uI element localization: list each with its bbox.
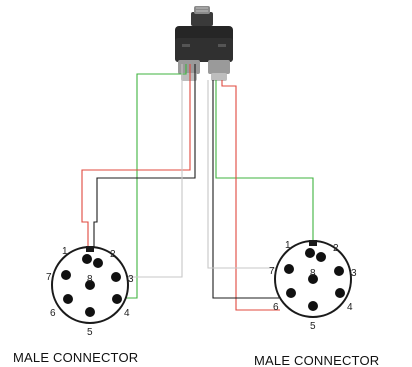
splitter-outlet-left <box>178 60 200 74</box>
wire-green-right <box>215 80 314 246</box>
right-pin-label-4: 4 <box>347 302 353 313</box>
splitter-outlet-right <box>208 60 230 74</box>
splitter-top-thread <box>194 6 210 14</box>
right-pin-label-2: 2 <box>333 243 339 254</box>
right-pin-8 <box>308 274 318 284</box>
left-pin-label-2: 2 <box>110 249 116 260</box>
wire-red-right <box>221 80 280 311</box>
left-pin-label-8: 8 <box>87 274 93 285</box>
right-pin-3 <box>334 266 344 276</box>
left-connector: 1 2 3 4 5 6 7 8 <box>46 246 134 338</box>
wire-group <box>81 64 314 311</box>
y-splitter-icon <box>175 6 233 81</box>
left-pin-5 <box>85 307 95 317</box>
left-pin-6 <box>63 294 73 304</box>
left-pin-label-1: 1 <box>62 246 68 257</box>
right-pin-4 <box>335 288 345 298</box>
left-pin-label-3: 3 <box>128 274 134 285</box>
left-pin-label-4: 4 <box>124 308 130 319</box>
wire-black-left <box>93 64 196 254</box>
right-pin-label-1: 1 <box>285 240 291 251</box>
wire-white-right <box>207 80 276 269</box>
right-pin-5 <box>308 301 318 311</box>
left-pin-label-7: 7 <box>46 272 52 283</box>
wire-white-left <box>124 64 183 278</box>
left-connector-key <box>86 246 94 252</box>
left-connector-caption: MALE CONNECTOR <box>13 350 138 365</box>
splitter-top-nut <box>191 12 213 26</box>
right-connector: 1 2 3 4 5 6 7 8 <box>269 240 357 332</box>
left-pin-label-6: 6 <box>50 308 56 319</box>
left-pin-label-5: 5 <box>87 327 93 338</box>
right-pin-label-5: 5 <box>310 321 316 332</box>
wire-green-left <box>123 64 187 299</box>
right-pin-label-6: 6 <box>273 302 279 313</box>
right-connector-key <box>309 240 317 246</box>
right-pin-2 <box>316 252 326 262</box>
left-pin-1 <box>82 254 92 264</box>
left-pin-3 <box>111 272 121 282</box>
right-pin-label-7: 7 <box>269 266 275 277</box>
right-pin-1 <box>305 248 315 258</box>
left-pin-2 <box>93 258 103 268</box>
left-pin-7 <box>61 270 71 280</box>
right-pin-6 <box>286 288 296 298</box>
right-pin-7 <box>284 264 294 274</box>
right-pin-label-8: 8 <box>310 268 316 279</box>
left-pin-8 <box>85 280 95 290</box>
right-pin-label-3: 3 <box>351 268 357 279</box>
wire-black-right <box>212 80 279 299</box>
right-connector-caption: MALE CONNECTOR <box>254 353 379 367</box>
left-pin-4 <box>112 294 122 304</box>
wire-red-left <box>81 64 191 254</box>
